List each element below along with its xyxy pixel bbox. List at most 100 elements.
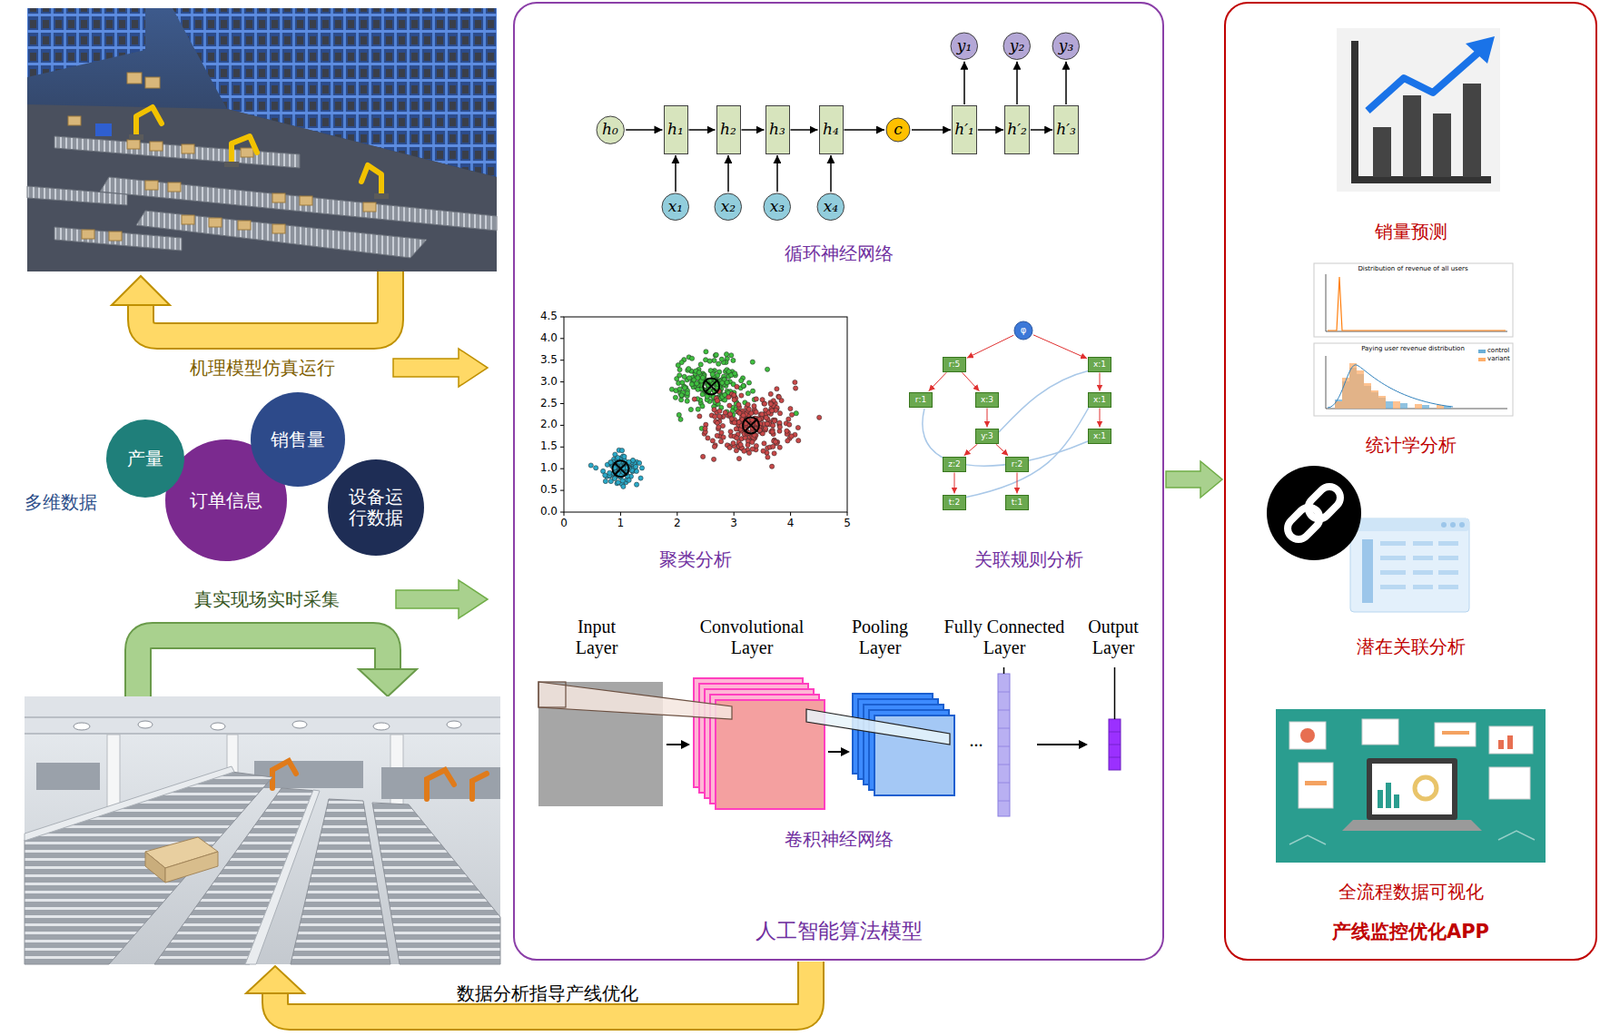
arrow-connector xyxy=(1065,61,1067,105)
axis-tick: 5 xyxy=(843,517,851,531)
warehouse-picture xyxy=(127,139,140,149)
factory-picture xyxy=(272,760,297,789)
node-link-curve xyxy=(922,370,1090,498)
scatter-point xyxy=(677,367,682,373)
scatter-point xyxy=(724,379,730,385)
scatter-point xyxy=(763,425,769,431)
scatter-point xyxy=(796,438,801,444)
sales-chart-icon xyxy=(1372,127,1392,178)
scatter-point xyxy=(705,435,711,441)
dashboard-picture xyxy=(1441,730,1470,735)
arrow-connector xyxy=(829,155,832,192)
scatter-point xyxy=(711,444,717,449)
scatter-point xyxy=(602,473,608,478)
warehouse-picture xyxy=(81,229,95,239)
dashboard-picture xyxy=(1372,763,1452,815)
scatter-point xyxy=(746,380,751,386)
scatter-point xyxy=(716,361,721,366)
arrow-connector xyxy=(689,128,716,131)
arrow-connector xyxy=(962,372,980,392)
statistics-plot xyxy=(1325,355,1508,409)
scatter-point xyxy=(770,423,776,428)
node-label: h₀ xyxy=(602,120,619,139)
statistics-plot xyxy=(1327,365,1453,408)
flow-label: 机理模型仿真运行 xyxy=(189,357,336,379)
node-label: x₄ xyxy=(823,197,839,217)
statistics-plot xyxy=(1422,404,1430,409)
scatter-point xyxy=(789,412,794,417)
scatter-point xyxy=(719,430,724,435)
scatter-point xyxy=(750,439,755,445)
arrow-connector xyxy=(674,155,677,192)
dashboard-picture xyxy=(1300,728,1513,750)
dashboard-picture xyxy=(1393,794,1400,809)
rnn-hidden-state: h₂ xyxy=(716,105,741,155)
scatter-point xyxy=(746,406,751,412)
factory-picture xyxy=(24,696,501,965)
warehouse-picture xyxy=(108,231,122,241)
scatter-point xyxy=(680,380,685,386)
arrow-connector xyxy=(977,128,1004,131)
arrow-connector xyxy=(1099,408,1101,428)
scatter-point xyxy=(720,434,726,440)
circle-outline xyxy=(1052,32,1080,60)
scatter-plot xyxy=(560,381,564,383)
correlation-icon xyxy=(1438,584,1459,590)
scatter-plot xyxy=(560,424,564,426)
node-label: x₁ xyxy=(668,197,683,217)
node-label: x:1 xyxy=(1093,431,1107,441)
rnn-hidden-state: h₁ xyxy=(663,105,689,155)
arrow-connector xyxy=(963,61,966,105)
warehouse-picture xyxy=(231,136,257,164)
scatter-point xyxy=(734,384,740,389)
data-bubble: 设备运行数据 xyxy=(326,458,425,557)
cluster-centroid xyxy=(702,377,720,395)
factory-picture xyxy=(24,716,501,719)
warehouse-picture xyxy=(145,180,159,190)
warehouse-picture xyxy=(27,8,497,272)
scatter-point xyxy=(771,418,777,424)
statistics-plot xyxy=(1327,276,1506,331)
correlation-icon xyxy=(1412,541,1433,546)
correlation-icon xyxy=(1283,503,1324,544)
node-label: h₃ xyxy=(769,120,786,139)
cnn-figure xyxy=(666,743,683,746)
cnn-figure xyxy=(806,709,950,745)
arrow-connector xyxy=(776,155,779,192)
dashboard-picture xyxy=(1304,780,1327,786)
scatter-point xyxy=(762,407,768,413)
scatter-point xyxy=(676,412,682,417)
scatter-point xyxy=(760,448,766,454)
statistics-plot xyxy=(1342,377,1350,409)
factory-picture xyxy=(24,717,501,734)
scatter-point xyxy=(740,383,746,388)
cluster-centroid xyxy=(742,416,760,434)
warehouse-picture xyxy=(237,220,251,230)
correlation-icon xyxy=(1266,465,1362,561)
cnn-figure xyxy=(1078,740,1088,750)
scatter-plot xyxy=(563,316,848,513)
cnn-figure xyxy=(1114,667,1117,720)
factory-picture xyxy=(24,732,501,735)
dashboard-picture xyxy=(1289,721,1326,750)
cluster-centroid xyxy=(612,460,629,477)
correlation-icon xyxy=(1380,584,1406,590)
statistics-plot xyxy=(1325,274,1327,332)
arrow-connector xyxy=(741,128,765,131)
scatter-point xyxy=(751,404,757,409)
scatter-point xyxy=(729,353,734,358)
cnn-figure xyxy=(997,691,1010,801)
warehouse-picture xyxy=(363,202,376,212)
legend-swatch xyxy=(1478,349,1486,354)
warehouse-picture xyxy=(128,134,389,199)
scatter-plot xyxy=(560,337,564,339)
warehouse-picture xyxy=(181,144,195,154)
scatter-point xyxy=(686,365,692,371)
legend-entry: control xyxy=(1478,347,1510,355)
factory-picture xyxy=(210,722,226,731)
arrow-connector xyxy=(1033,335,1087,359)
function-caption: 潜在关联分析 xyxy=(1356,636,1466,658)
scatter-plot xyxy=(560,359,564,361)
arrow-connector xyxy=(790,128,819,131)
scatter-point xyxy=(738,442,743,447)
